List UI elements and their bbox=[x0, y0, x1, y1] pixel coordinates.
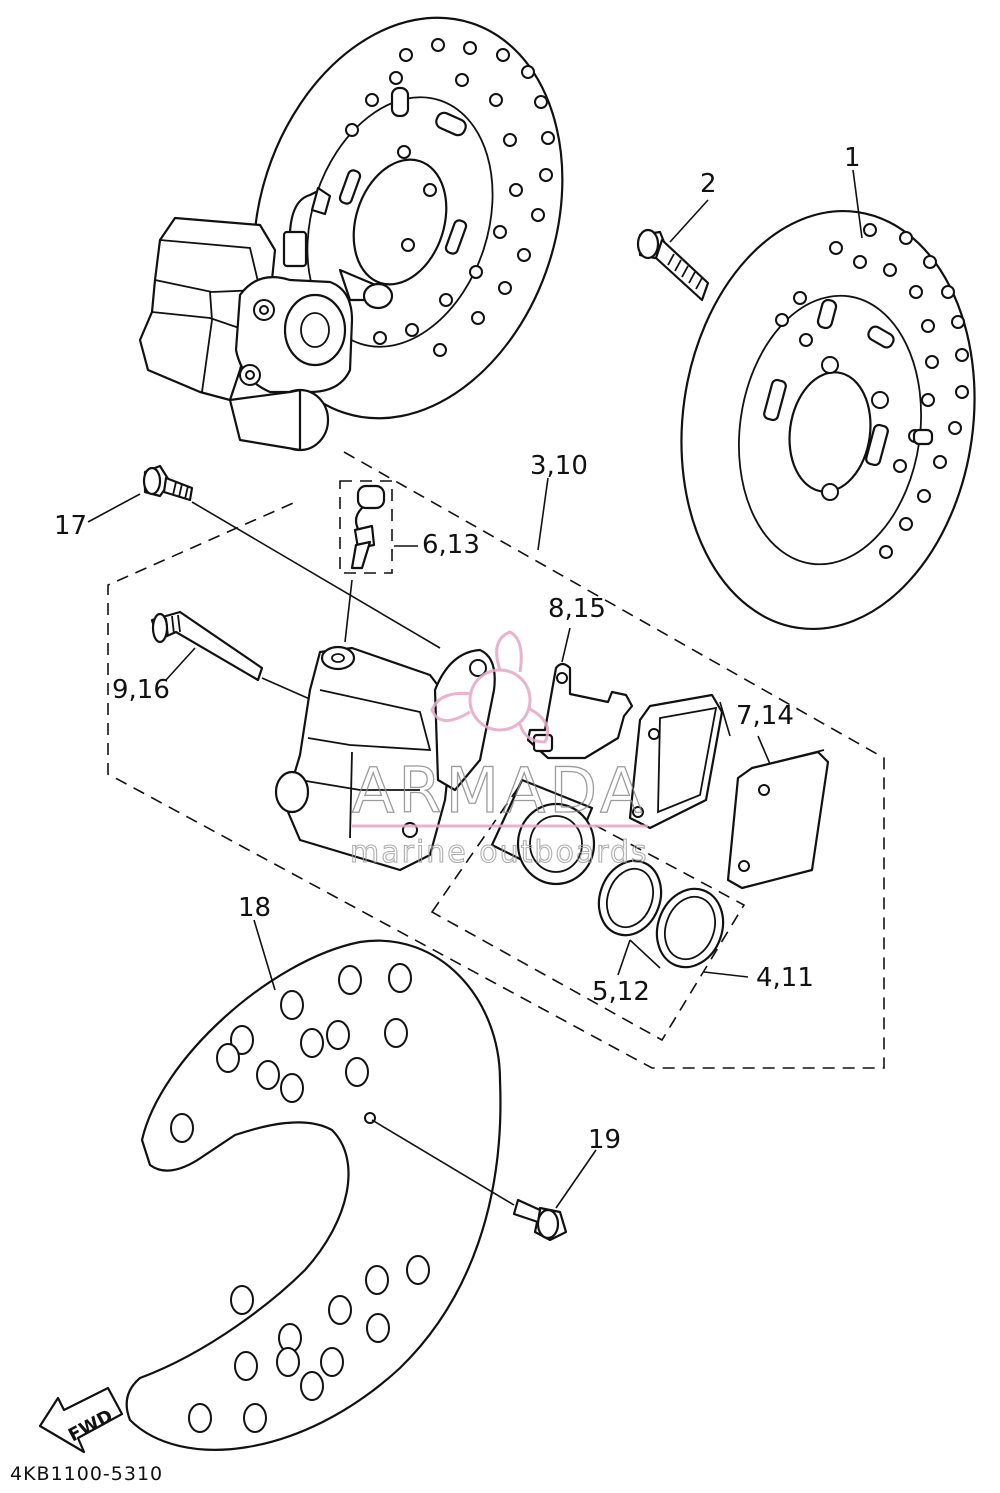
callout-4-11: 4,11 bbox=[756, 963, 814, 993]
brake-disc-1-icon bbox=[680, 209, 976, 631]
bolt-17-icon bbox=[142, 464, 441, 649]
pad-spring-8-15-icon bbox=[526, 662, 634, 760]
callout-3-10: 3,10 bbox=[530, 451, 588, 481]
watermark-logo-icon bbox=[430, 630, 550, 744]
dust-seal-4-11-icon bbox=[655, 887, 725, 969]
caliper-body-icon bbox=[274, 645, 496, 872]
guide-pin-9-16-icon bbox=[150, 610, 313, 701]
callout-leaders bbox=[87, 169, 863, 1209]
callout-8-15: 8,15 bbox=[548, 594, 606, 624]
watermark: ARMADA marine outboards bbox=[349, 630, 649, 871]
piston-icon bbox=[490, 778, 596, 886]
callout-17: 17 bbox=[54, 511, 87, 541]
callout-9-16: 9,16 bbox=[112, 675, 170, 705]
watermark-tagline: marine outboards bbox=[350, 835, 649, 870]
bolt-19-icon bbox=[371, 1119, 568, 1242]
bleed-screw-6-13-icon bbox=[344, 484, 386, 643]
callout-6-13: 6,13 bbox=[422, 530, 480, 560]
callout-18: 18 bbox=[238, 893, 271, 923]
callout-2: 2 bbox=[700, 169, 717, 199]
callout-19: 19 bbox=[588, 1125, 621, 1155]
brake-pad-outer-icon bbox=[726, 749, 830, 890]
forward-arrow-icon: FWD bbox=[38, 1386, 124, 1454]
watermark-brand: ARMADA bbox=[352, 754, 646, 827]
callout-5-12: 5,12 bbox=[592, 977, 650, 1007]
bolt-2-icon bbox=[636, 228, 710, 302]
callout-1: 1 bbox=[844, 143, 861, 173]
disc-guard-18-icon bbox=[125, 939, 502, 1451]
brake-pad-inner-icon bbox=[628, 693, 724, 830]
assembled-brake-illustration bbox=[138, 16, 564, 452]
drawing-code: 4KB1100-5310 bbox=[10, 1463, 163, 1485]
callout-7-14: 7,14 bbox=[736, 701, 794, 731]
piston-seal-5-12-icon bbox=[597, 859, 663, 937]
